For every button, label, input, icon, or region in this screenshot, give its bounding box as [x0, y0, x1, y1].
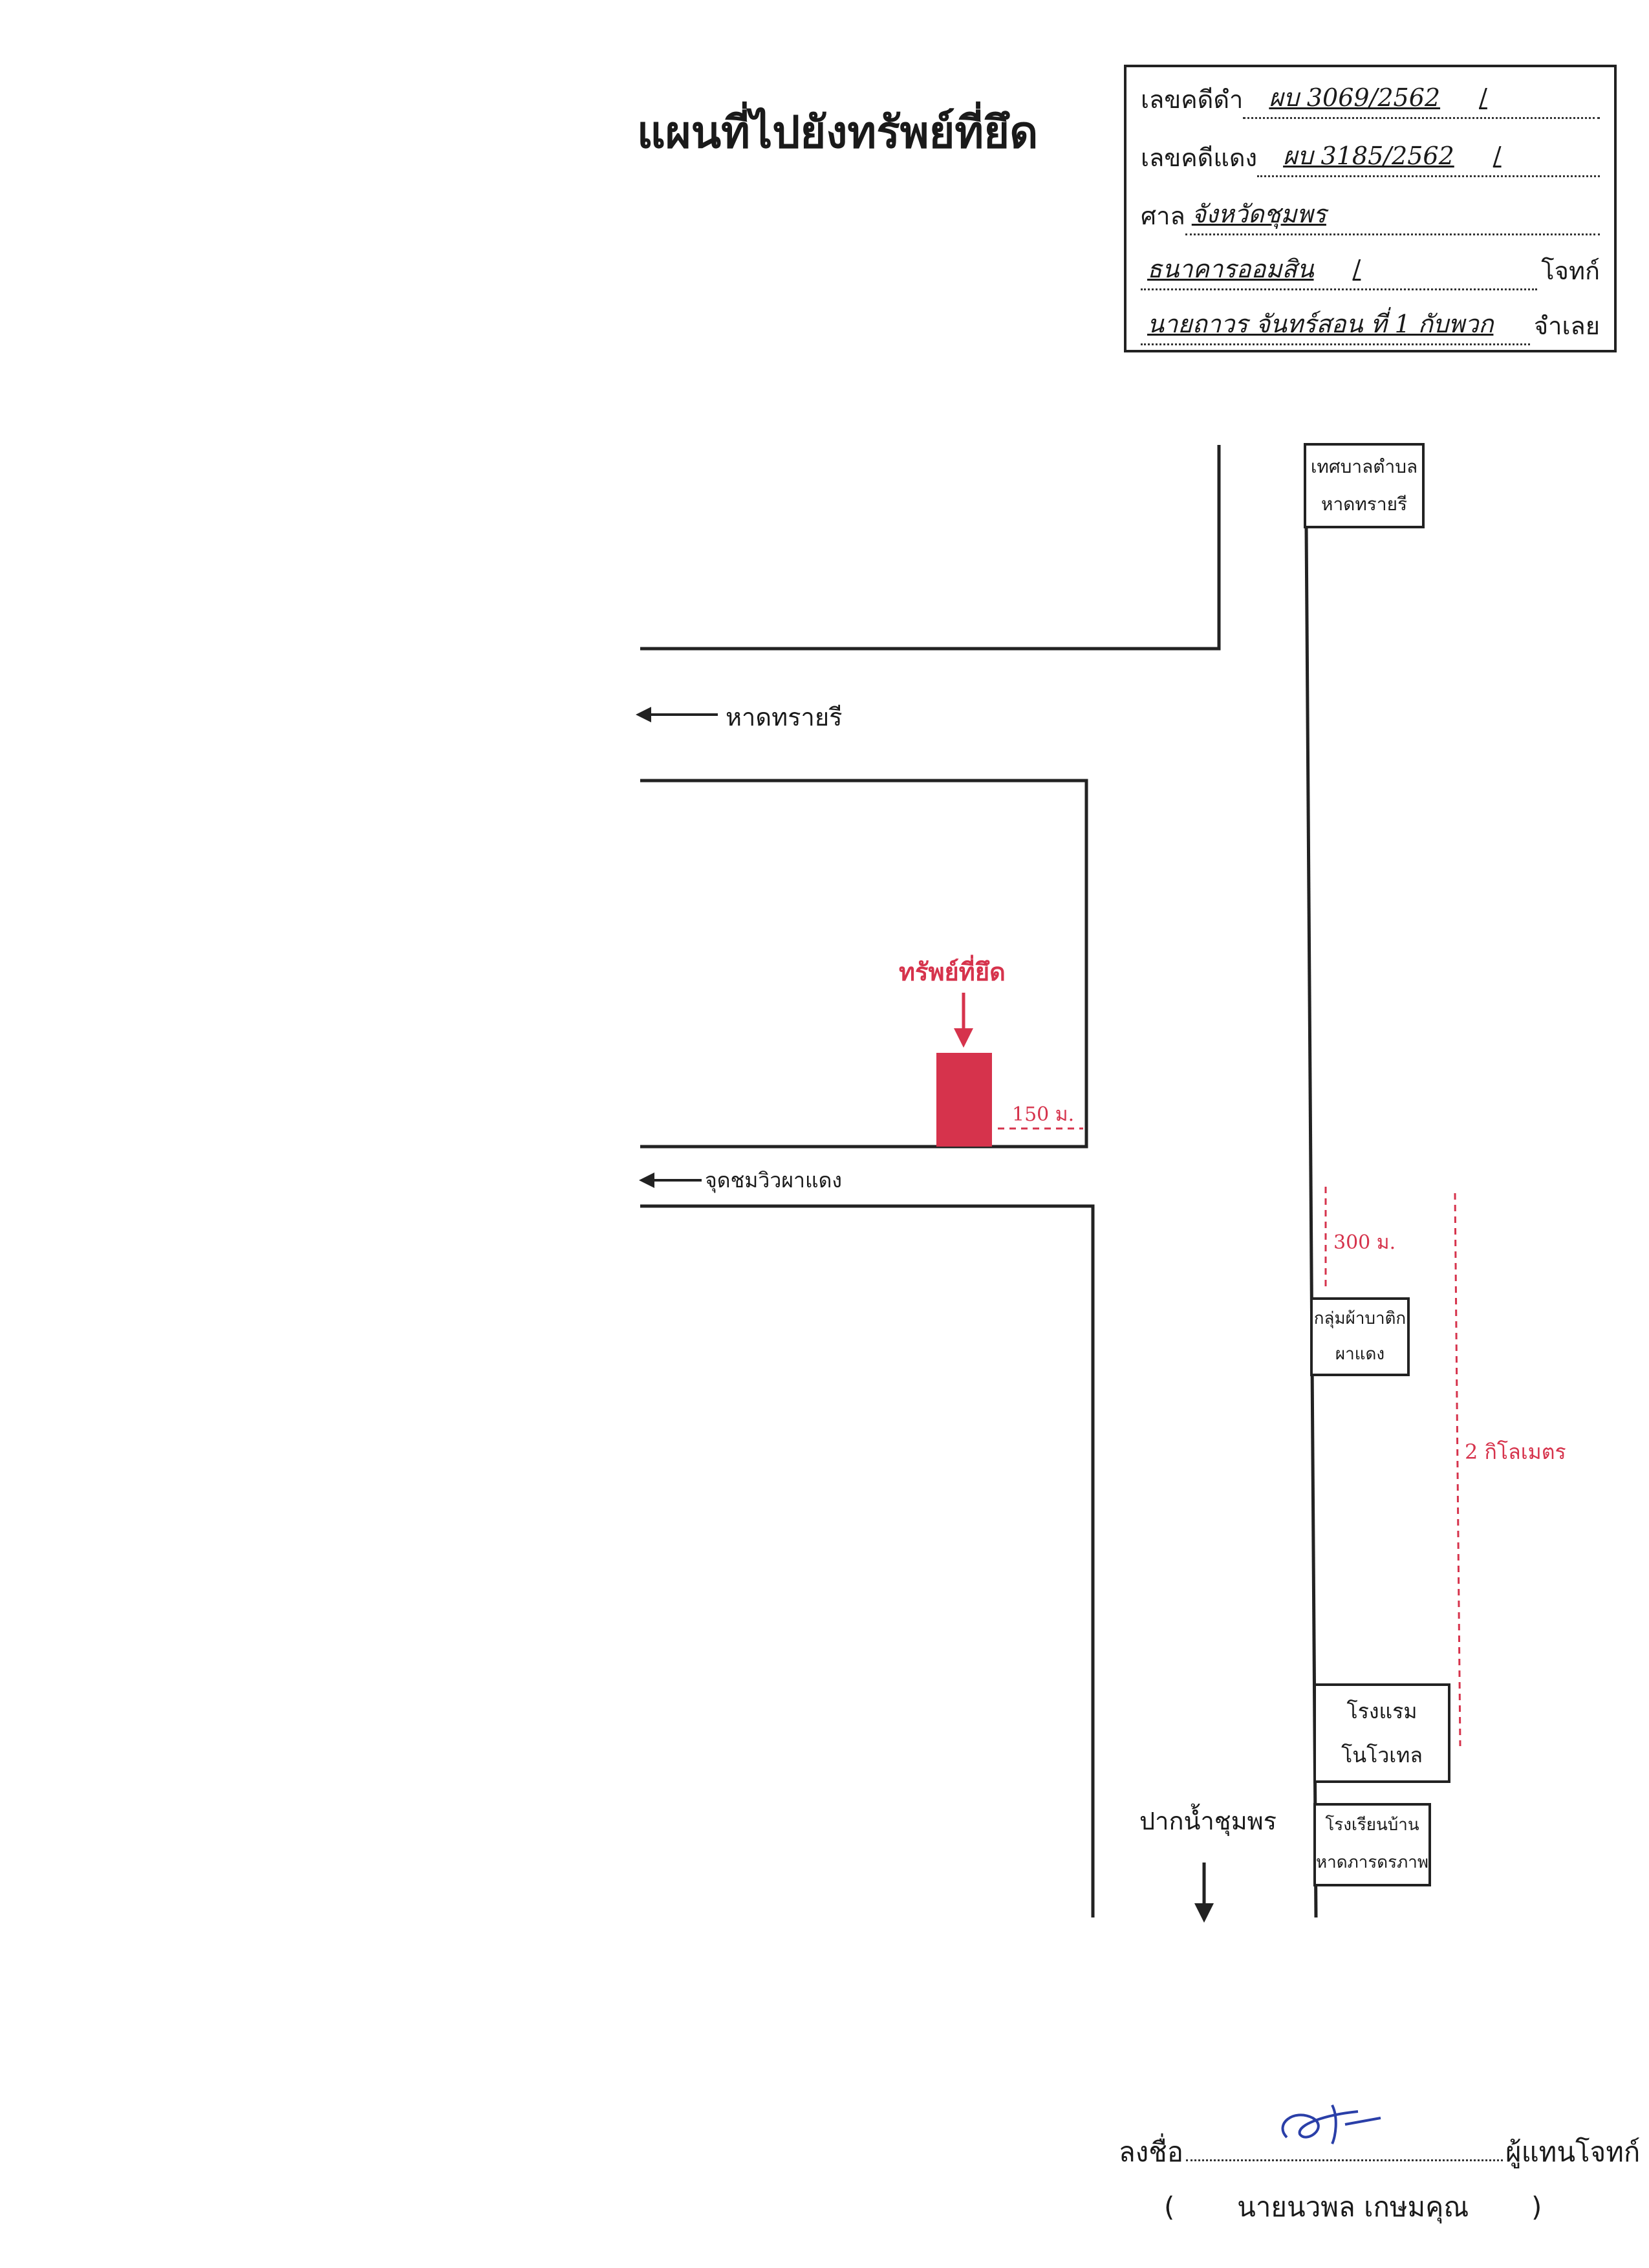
municipality-box [1304, 443, 1425, 528]
red-case-number: ผบ 3185/2562 [1283, 142, 1454, 170]
distance-300-label: 300 ม. [1333, 1231, 1396, 1254]
municipality-line2: หาดทรายรี [1320, 493, 1408, 515]
tick-mark: / [1493, 142, 1502, 170]
black-case-row: เลขคดีดำ ผบ 3069/2562 / [1141, 80, 1600, 119]
plaintiff-name: ธนาคารออมสิน [1147, 255, 1314, 283]
distance-2km-line [1454, 1193, 1461, 1747]
sign-role-label: ผู้แทนโจทก์ [1505, 2136, 1641, 2168]
seized-property-label: ทรัพย์ที่ยึด [899, 958, 1006, 986]
plaintiff-value: ธนาคารออมสิน / [1141, 249, 1538, 290]
court-label: ศาล [1141, 202, 1185, 230]
hotel-line1: โรงแรม [1346, 1699, 1417, 1723]
batik-group-line2: ผาแดง [1335, 1345, 1385, 1364]
page-title: แผนที่ไปยังทรัพย์ที่ยึด [637, 107, 1039, 158]
batik-group-label: กลุ่มผ้าบาติก ผาแดง [1308, 1301, 1412, 1372]
school-line2: หาดภารดรภาพ [1315, 1853, 1429, 1872]
school-box [1313, 1803, 1431, 1886]
plaintiff-label: โจทก์ [1541, 257, 1600, 285]
direction-label-paknam: ปากน้ำชุมพร [1139, 1807, 1277, 1835]
tick-mark: / [1352, 255, 1361, 283]
road-edge-top [640, 445, 1221, 651]
batik-group-box [1310, 1297, 1410, 1376]
road-edge-lower [640, 1204, 1095, 1917]
sign-label: ลงชื่อ [1119, 2136, 1183, 2168]
red-case-label: เลขคดีแดง [1141, 144, 1258, 172]
signature-line: ลงชื่อ ผู้แทนโจทก์ [1119, 2131, 1640, 2174]
signature-scribble [1281, 2104, 1381, 2144]
hotel-box [1313, 1683, 1450, 1783]
close-paren: ) [1531, 2191, 1542, 2223]
black-case-label: เลขคดีดำ [1141, 85, 1244, 114]
school-label: โรงเรียนบ้าน หาดภารดรภาพ [1313, 1806, 1432, 1881]
distance-2km-label: 2 กิโลเมตร [1465, 1440, 1566, 1464]
court-row: ศาล จังหวัดชุมพร [1141, 197, 1600, 235]
plaintiff-row: ธนาคารออมสิน / โจทก์ [1141, 252, 1600, 290]
school-line1: โรงเรียนบ้าน [1325, 1815, 1419, 1835]
open-paren: ( [1164, 2191, 1175, 2223]
black-case-number: ผบ 3069/2562 [1269, 83, 1441, 112]
seized-property-marker [936, 1053, 992, 1147]
municipality-line1: เทศบาลตำบล [1310, 456, 1418, 477]
road-label-viewpoint: จุดชมวิวผาแดง [705, 1168, 843, 1193]
black-case-value: ผบ 3069/2562 / [1243, 78, 1600, 119]
road-edge-middle [640, 779, 1088, 1149]
defendant-value: นายถาวร จันทร์สอน ที่ 1 กับพวก [1141, 304, 1530, 345]
signer-name: นายนวพล เกษมคุณ [1237, 2191, 1469, 2223]
batik-group-line1: กลุ่มผ้าบาติก [1313, 1309, 1406, 1328]
red-case-row: เลขคดีแดง ผบ 3185/2562 / [1141, 138, 1600, 177]
signature-mark [1185, 2159, 1503, 2161]
case-info-box: เลขคดีดำ ผบ 3069/2562 / เลขคดีแดง ผบ 3185… [1124, 65, 1617, 352]
defendant-row: นายถาวร จันทร์สอน ที่ 1 กับพวก จำเลย [1141, 307, 1600, 345]
red-case-value: ผบ 3185/2562 / [1257, 136, 1600, 177]
signer-name-line: ( นายนวพล เกษมคุณ ) [1164, 2186, 1542, 2229]
distance-150-label: 150 ม. [1012, 1103, 1075, 1126]
tick-mark: / [1479, 83, 1487, 112]
hotel-label: โรงแรม โนโวเทล [1317, 1689, 1447, 1777]
hotel-line2: โนโวเทล [1341, 1743, 1423, 1767]
defendant-label: จำเลย [1533, 312, 1600, 340]
municipality-label: เทศบาลตำบล หาดทรายรี [1308, 448, 1421, 523]
court-value: จังหวัดชุมพร [1185, 194, 1600, 235]
road-label-hat-sai-ri: หาดทรายรี [726, 703, 843, 731]
